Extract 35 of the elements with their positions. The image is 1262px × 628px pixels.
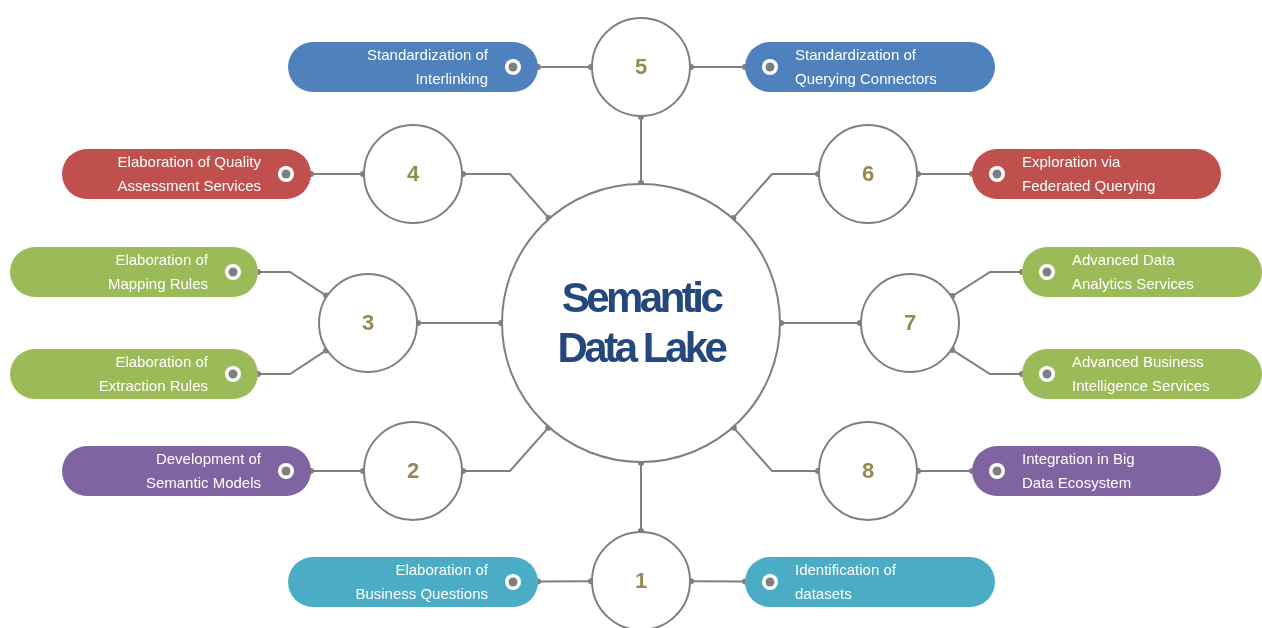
step-number: 5	[634, 54, 648, 80]
task-pill	[10, 349, 258, 399]
task-label: Identification of datasets	[795, 560, 897, 604]
step-number: 6	[861, 161, 875, 187]
task-pill	[745, 42, 995, 92]
task-label: Elaboration of Mapping Rules	[106, 250, 208, 294]
step-number: 8	[861, 458, 875, 484]
step-number: 4	[406, 161, 420, 187]
step-number: 7	[903, 310, 917, 336]
task-pill	[1022, 349, 1262, 399]
task-label: Development of Semantic Models	[144, 449, 261, 493]
connector-line	[638, 460, 644, 534]
task-pill	[62, 149, 311, 199]
task-pill	[288, 557, 538, 607]
step-number: 3	[361, 310, 375, 336]
task-pill	[745, 557, 995, 607]
task-label: Advanced Data Analytics Services	[1072, 250, 1195, 294]
connector-line	[638, 114, 644, 186]
task-label: Exploration via Federated Querying	[1022, 152, 1157, 196]
task-label: Integration in Big Data Ecosystem	[1022, 449, 1136, 493]
task-label: Elaboration of Extraction Rules	[97, 352, 208, 396]
task-label: Advanced Business Intelligence Services	[1072, 352, 1211, 396]
task-pill	[288, 42, 538, 92]
task-pill	[972, 446, 1221, 496]
hub-title: Semantic Data Lake	[556, 272, 726, 373]
task-pill	[62, 446, 311, 496]
step-number: 2	[406, 458, 420, 484]
task-pill	[972, 149, 1221, 199]
step-number: 1	[634, 568, 648, 594]
task-label: Elaboration of Business Questions	[354, 560, 488, 604]
task-label: Standardization of Querying Connectors	[795, 45, 938, 89]
task-label: Elaboration of Quality Assessment Services	[116, 152, 261, 196]
task-pill	[1022, 247, 1262, 297]
task-label: Standardization of Interlinking	[366, 45, 488, 89]
task-pill	[10, 247, 258, 297]
